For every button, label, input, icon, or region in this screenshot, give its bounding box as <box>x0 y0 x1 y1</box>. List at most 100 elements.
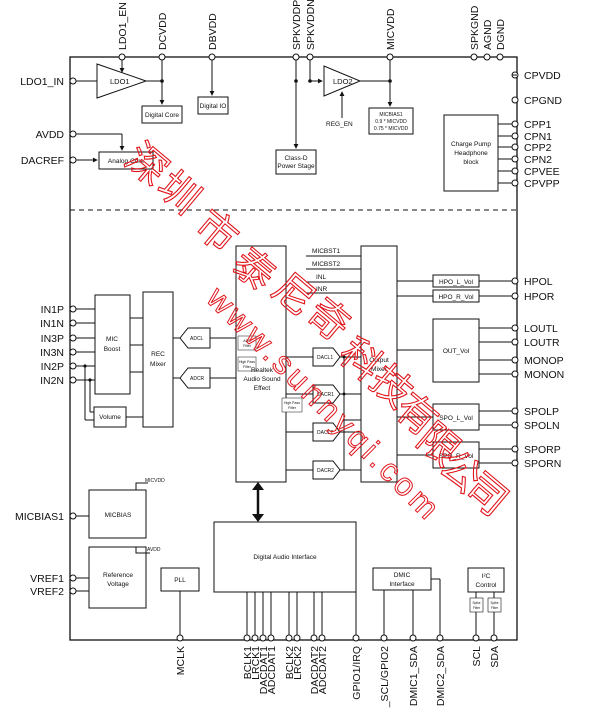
pin-loutr: LOUTR <box>524 337 560 349</box>
pin-spkvddn-pad <box>306 53 314 61</box>
micbias-label: MICBIAS <box>105 512 132 519</box>
pin-dmic1-sda: DMIC1_SDA <box>408 646 420 706</box>
out-vol-label: OUT_Vol <box>443 348 470 355</box>
hpo-r-label: HPO_R_Vol <box>438 294 474 301</box>
dai-pin-lines <box>246 592 323 636</box>
pin-sporp-pad <box>511 445 519 453</box>
pin-bclk2-pad <box>285 634 293 642</box>
pin-adcdat2: ADCDAT2 <box>317 646 329 694</box>
micbias-note-2: 0.9 * MICVDD <box>375 119 407 125</box>
adc-filter-block <box>237 335 257 351</box>
pin-vref1-pad <box>69 574 77 582</box>
dacr2-block <box>312 460 341 480</box>
pin-spolp-pad <box>511 407 519 415</box>
pin-dacref-pad <box>69 156 77 164</box>
pin-lrck2: LRCK2 <box>292 646 304 680</box>
pin-vref2: VREF2 <box>30 586 64 598</box>
pin-dcvdd-pad <box>158 53 166 61</box>
hpf-left-label-2: Filter <box>243 365 252 369</box>
reg-en-label: REG_EN <box>326 121 353 128</box>
dai-label: Digital Audio Interface <box>253 554 317 561</box>
pin-cpn1-pad <box>511 132 519 140</box>
spo-r-label: SPO_R_Vol <box>439 453 474 460</box>
pin-sporp: SPORP <box>524 444 561 456</box>
pin-in3p: IN3P <box>41 333 64 345</box>
pin-avdd-pad <box>69 130 77 138</box>
spike-filter-2-label-2: Filter <box>491 606 499 610</box>
pin-micbias1-pad <box>69 512 77 520</box>
rec-mixer-block <box>142 291 174 428</box>
pin-lrck2-pad <box>293 634 301 642</box>
pin-cpn2-pad <box>511 155 519 163</box>
pin-spkgnd-pad <box>470 53 478 61</box>
charge-pump-block <box>443 114 499 192</box>
pin-spoln: SPOLN <box>524 420 560 432</box>
pin-in2p: IN2P <box>41 361 64 373</box>
pin-cpvee-pad <box>511 167 519 175</box>
dacr1-label: DACR1 <box>317 392 334 398</box>
i2c-label-2: Control <box>476 582 498 589</box>
pin-cpvee: CPVEE <box>524 166 560 178</box>
pin-hpor: HPOR <box>524 291 555 303</box>
pin-hpol-pad <box>511 277 519 285</box>
dacr1-block <box>312 384 341 404</box>
pin-ldo1-in-pad <box>69 77 77 85</box>
pin-mclk: MCLK <box>175 646 187 675</box>
mix-in-micbst1: MICBST1 <box>312 248 341 255</box>
pin-lrck1: LRCK1 <box>250 646 262 680</box>
spike-filter-1-label-2: Filter <box>473 606 481 610</box>
pin-cpgnd-pad <box>511 96 519 104</box>
charge-pump-label-1: Charge Pump <box>451 141 491 148</box>
pin-dmic1-sda-pad <box>409 634 417 642</box>
pin-micvdd-pad <box>386 53 394 61</box>
pin-loutl: LOUTL <box>524 323 558 335</box>
pin-spkvddn: SPKVDDN <box>305 0 317 50</box>
hpf-right-label-1: High Pass <box>284 401 300 405</box>
dacl1-label: DACL1 <box>317 355 333 361</box>
pin-spkvddp: SPKVDDP <box>291 0 303 50</box>
pin-sda-pad <box>490 634 498 642</box>
pin-in3n-pad <box>69 348 77 356</box>
pin-cpp1-pad <box>511 120 519 128</box>
spike-filter-2-label-1: Spike <box>491 601 499 605</box>
rec-mixer-label-2: Mixer <box>150 361 167 368</box>
pin-dmic2-sda-pad <box>436 634 444 642</box>
analog-core-block <box>98 151 154 170</box>
spo-l-label: SPO_L_Vol <box>439 415 473 422</box>
pin-cpvpp-pad <box>511 179 519 187</box>
pin-cpvdd: CPVDD <box>524 70 561 82</box>
pin-hpor-pad <box>511 292 519 300</box>
adc-filter-label-1: ADC <box>243 339 251 343</box>
pin-scl: SCL <box>471 646 483 667</box>
pin-dgnd-pad <box>496 53 504 61</box>
pin-dbvdd-pad <box>208 53 216 61</box>
pin-mclk-pad <box>176 634 184 642</box>
pin-bclk1-pad <box>243 634 251 642</box>
mic-boost-label-1: MIC <box>106 336 118 343</box>
pin-ldo1-en-pad <box>118 53 126 61</box>
digital-io-label: Digital IO <box>200 103 227 110</box>
mix-in-micbst2: MICBST2 <box>312 261 341 268</box>
mic-boost-label-2: Boost <box>104 346 121 353</box>
pin-gpio1-irq-pad <box>352 634 360 642</box>
right-pins: CPVDDCPGNDCPP1CPN1CPP2CPN2CPVEECPVPPHPOL… <box>511 70 564 470</box>
realtek-label-3: Effect <box>254 385 271 392</box>
pin-cpp2-pad <box>511 143 519 151</box>
pin-scl-pad <box>472 634 480 642</box>
dacl1-block <box>312 347 341 367</box>
pin-sda: SDA <box>489 646 501 668</box>
pin-vref1: VREF1 <box>30 573 64 585</box>
ldo1-label: LDO1 <box>110 77 130 86</box>
micbias-block <box>88 489 147 539</box>
i2c-label-1: I²C <box>482 573 491 580</box>
pin-spolp: SPOLP <box>524 406 559 418</box>
dacr2-label: DACR2 <box>317 468 334 474</box>
pin-bclk2: BCLK2 <box>284 646 296 679</box>
pin-in2p-pad <box>69 362 77 370</box>
analog-core-label: Analog Core <box>108 158 145 165</box>
pin-bclk1: BCLK1 <box>242 646 254 679</box>
pin-monon: MONON <box>524 369 564 381</box>
dacl2-block <box>312 422 341 442</box>
pin-micvdd: MICVDD <box>385 8 397 50</box>
